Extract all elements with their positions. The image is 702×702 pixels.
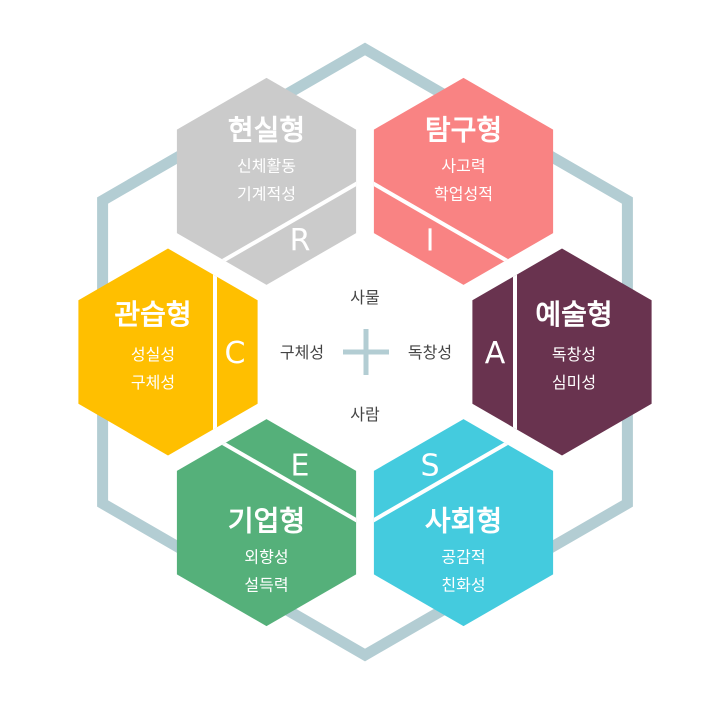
center-label-creativity: 독창성	[408, 343, 452, 362]
type-letter: A	[485, 336, 506, 371]
plus-icon-vertical	[363, 329, 369, 375]
type-title: 탐구형	[425, 113, 502, 146]
type-letter: S	[420, 449, 439, 484]
hexagon-shape	[373, 419, 554, 627]
type-trait: 기계적성	[237, 184, 296, 203]
type-trait: 사고력	[441, 156, 485, 175]
type-letter: I	[426, 223, 435, 258]
type-title: 사회형	[425, 505, 502, 538]
type-letter: E	[291, 449, 310, 484]
type-trait: 학업성적	[434, 184, 493, 203]
center-label-things: 사물	[350, 288, 379, 307]
type-letter: R	[290, 223, 311, 258]
type-trait: 성실성	[131, 345, 175, 364]
type-title: 기업형	[228, 505, 305, 538]
center-label-concrete: 구체성	[280, 343, 324, 362]
outer-hexagon	[97, 42, 633, 662]
type-trait: 독창성	[552, 345, 596, 364]
type-trait: 공감적	[441, 548, 485, 567]
type-trait: 구체성	[131, 373, 175, 392]
hexagon-shape	[176, 419, 357, 627]
hexagon-shape	[373, 77, 554, 285]
center-axis: 사물 구체성 독창성 사람	[280, 288, 452, 424]
type-title: 현실형	[228, 113, 305, 146]
type-trait: 친화성	[441, 576, 485, 595]
hexagon-shape	[78, 248, 258, 456]
type-title: 관습형	[114, 298, 191, 331]
hexagon-shape	[472, 248, 652, 456]
type-trait: 외향성	[244, 548, 288, 567]
type-letter: C	[225, 336, 246, 371]
type-trait: 설득력	[244, 576, 288, 595]
hexagon-shape	[176, 77, 357, 285]
type-trait: 심미성	[552, 373, 596, 392]
type-title: 예술형	[535, 298, 612, 331]
type-trait: 신체활동	[237, 156, 296, 175]
center-label-people: 사람	[350, 405, 380, 424]
